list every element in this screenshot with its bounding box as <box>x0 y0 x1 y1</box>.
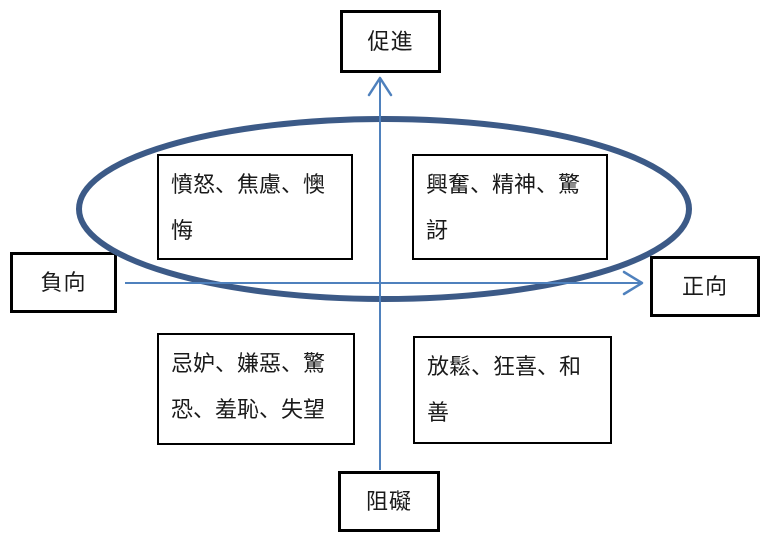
axis-label-bottom: 阻礙 <box>365 488 412 514</box>
right-arrowhead-icon <box>622 270 644 296</box>
axis-label-right-box: 正向 <box>650 256 760 317</box>
axis-label-right: 正向 <box>681 273 728 299</box>
axis-label-left: 負向 <box>40 269 87 295</box>
quadrant-lower-left-box: 忌妒、嫌惡、驚恐、羞恥、失望 <box>157 333 355 445</box>
quadrant-upper-left-box: 憤怒、焦慮、懊悔 <box>157 154 353 260</box>
axis-label-left-box: 負向 <box>10 252 117 313</box>
quadrant-lower-left-text: 忌妒、嫌惡、驚恐、羞恥、失望 <box>171 351 326 422</box>
quadrant-upper-right-text: 興奮、精神、驚訝 <box>426 172 581 243</box>
axis-label-top: 促進 <box>367 28 414 54</box>
quadrant-lower-right-box: 放鬆、狂喜、和善 <box>413 336 612 444</box>
quadrant-lower-right-text: 放鬆、狂喜、和善 <box>427 354 582 425</box>
quadrant-upper-right-box: 興奮、精神、驚訝 <box>412 154 608 260</box>
axis-label-top-box: 促進 <box>340 10 441 73</box>
quadrant-upper-left-text: 憤怒、焦慮、懊悔 <box>171 172 326 243</box>
up-arrowhead-icon <box>367 76 393 97</box>
axis-label-bottom-box: 阻礙 <box>338 471 440 532</box>
